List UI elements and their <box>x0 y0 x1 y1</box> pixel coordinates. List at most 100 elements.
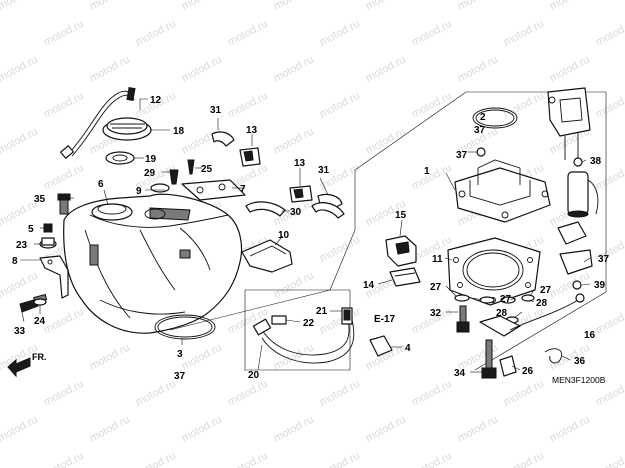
leader-lines <box>20 98 591 373</box>
callout-39: 39 <box>594 280 606 291</box>
watermark-text: motod.ru <box>594 18 625 49</box>
callout-37: 37 <box>174 371 186 382</box>
callout-37: 37 <box>474 125 486 136</box>
watermark-text: motod.ru <box>548 54 592 85</box>
watermark-text: motod.ru <box>364 0 408 13</box>
watermark-text: motod.ru <box>134 18 178 49</box>
watermark-text: motod.ru <box>272 54 316 85</box>
section-outlines <box>169 91 607 371</box>
pump-fasteners <box>454 293 585 379</box>
watermark-text: motod.ru <box>180 414 224 445</box>
callout-32: 32 <box>430 308 442 319</box>
watermark-text: motod.ru <box>318 378 362 409</box>
watermark-text: motod.ru <box>502 18 546 49</box>
watermark-text: motod.ru <box>42 18 86 49</box>
watermark-text: motod.ru <box>226 90 270 121</box>
watermark-text: motod.ru <box>180 342 224 373</box>
callout-5: 5 <box>28 224 34 235</box>
callout-9: 9 <box>136 186 142 197</box>
callout-13: 13 <box>246 125 258 136</box>
watermark-text: motod.ru <box>594 450 625 468</box>
watermark-text: motod.ru <box>318 90 362 121</box>
front-direction-indicator <box>7 357 31 378</box>
watermark-text: motod.ru <box>594 306 625 337</box>
callout-28: 28 <box>496 308 508 319</box>
fuel-pump-assembly <box>454 87 599 290</box>
watermark-text: motod.ru <box>594 90 625 121</box>
callout-20: 20 <box>248 370 260 381</box>
callout-28: 28 <box>536 298 548 309</box>
front-direction-label: FR. <box>32 352 47 362</box>
watermark-text: motod.ru <box>180 0 224 13</box>
fuel-tank <box>63 193 243 334</box>
fuel-hose-assembly <box>252 307 355 364</box>
watermark-text: motod.ru <box>88 342 132 373</box>
watermark-text: motod.ru <box>180 54 224 85</box>
callout-27: 27 <box>500 294 512 305</box>
callout-16: 16 <box>584 330 596 341</box>
watermark-text: motod.ru <box>548 342 592 373</box>
watermark-text: motod.ru <box>0 270 40 301</box>
watermark-text: motod.ru <box>42 450 86 468</box>
callout-27: 27 <box>540 285 552 296</box>
reference-label: E-17 <box>374 314 396 325</box>
watermark-text: motod.ru <box>134 450 178 468</box>
callout-35: 35 <box>34 194 46 205</box>
callout-11: 11 <box>432 254 443 265</box>
watermark-text: motod.ru <box>272 126 316 157</box>
watermark-text: motod.ru <box>318 18 362 49</box>
callout-26: 26 <box>522 366 534 377</box>
callout-29: 29 <box>144 168 156 179</box>
watermark-text: motod.ru <box>364 54 408 85</box>
watermark-text: motod.ru <box>364 414 408 445</box>
callout-37: 37 <box>598 254 610 265</box>
watermark-text: motod.ru <box>548 414 592 445</box>
watermark-text: motod.ru <box>410 378 454 409</box>
watermark-text: motod.ru <box>456 0 500 13</box>
callout-21: 21 <box>316 306 328 317</box>
callout-1: 1 <box>424 166 430 177</box>
watermark-text: motod.ru <box>410 450 454 468</box>
watermark-text: motod.ru <box>364 126 408 157</box>
heat-shield-bracket <box>241 239 293 273</box>
watermark-text: motod.ru <box>226 450 270 468</box>
watermark-text: motod.ru <box>42 378 86 409</box>
watermark-text: motod.ru <box>88 0 132 13</box>
callout-12: 12 <box>150 95 162 106</box>
mounting-plate <box>144 159 246 220</box>
watermark-text: motod.ru <box>502 450 546 468</box>
watermark-text: motod.ru <box>42 90 86 121</box>
watermark-text: motod.ru <box>502 378 546 409</box>
fuel-cap-assembly <box>59 86 152 165</box>
callout-30: 30 <box>290 207 302 218</box>
watermark-text: motod.ru <box>88 414 132 445</box>
callout-22: 22 <box>303 318 315 329</box>
callout-31: 31 <box>210 105 222 116</box>
callout-25: 25 <box>201 164 213 175</box>
callout-36: 36 <box>574 356 586 367</box>
watermark-text: motod.ru <box>226 378 270 409</box>
watermark-text: motod.ru <box>0 414 40 445</box>
watermark-text: motod.ru <box>42 306 86 337</box>
callout-14: 14 <box>363 280 375 291</box>
callout-27: 27 <box>430 282 442 293</box>
tank-gasket <box>154 314 216 340</box>
diagram-code: MEN3F1200B <box>552 375 606 385</box>
callout-23: 23 <box>16 240 28 251</box>
callout-15: 15 <box>395 210 407 221</box>
pump-mounting-plate <box>447 237 541 306</box>
tank-bracket <box>19 255 69 313</box>
callout-8: 8 <box>12 256 18 267</box>
callout-6: 6 <box>98 179 104 190</box>
callout-31: 31 <box>318 165 330 176</box>
watermark-text: motod.ru <box>410 18 454 49</box>
watermark-text: motod.ru <box>456 414 500 445</box>
watermark-text: motod.ru <box>318 450 362 468</box>
watermark-text: motod.ru <box>88 54 132 85</box>
hose-connectors <box>385 235 421 287</box>
callout-34: 34 <box>454 368 466 379</box>
callout-3: 3 <box>177 349 183 360</box>
callout-13: 13 <box>294 158 306 169</box>
watermark-text: motod.ru <box>410 162 454 193</box>
